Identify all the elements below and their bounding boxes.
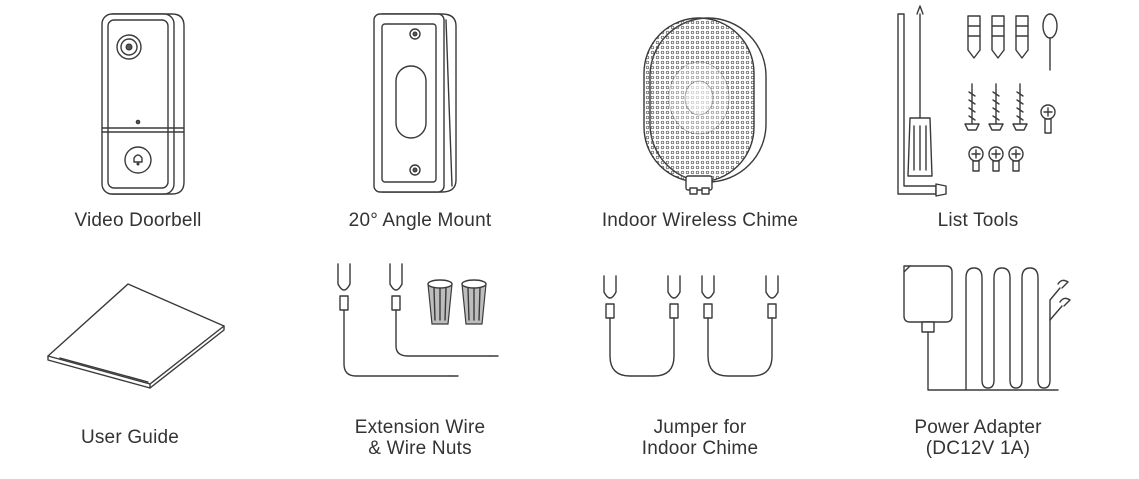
- user-guide-icon: [0, 260, 260, 400]
- chime-icon: [570, 0, 830, 210]
- extension-wire-icon: [290, 260, 550, 400]
- caption-line: (DC12V 1A): [925, 438, 1031, 459]
- caption-line: & Wire Nuts: [368, 438, 472, 459]
- item-indoor-chime: Indoor Wireless Chime: [570, 0, 830, 240]
- caption-video-doorbell: Video Doorbell: [8, 210, 268, 231]
- caption-line: Video Doorbell: [74, 210, 202, 231]
- caption-line: Extension Wire: [354, 417, 486, 438]
- caption-extension-wire: Extension Wire & Wire Nuts: [290, 417, 550, 459]
- caption-line: 20° Angle Mount: [348, 210, 492, 231]
- caption-indoor-chime: Indoor Wireless Chime: [570, 210, 830, 231]
- item-list-tools: List Tools: [848, 0, 1108, 240]
- caption-jumper: Jumper for Indoor Chime: [570, 417, 830, 459]
- caption-line: Indoor Chime: [641, 438, 759, 459]
- video-doorbell-icon: [8, 0, 268, 210]
- caption-line: Jumper for: [653, 417, 747, 438]
- caption-angle-mount: 20° Angle Mount: [290, 210, 550, 231]
- caption-line: Power Adapter: [914, 417, 1042, 438]
- jumper-icon: [570, 260, 830, 400]
- caption-line: List Tools: [937, 210, 1019, 231]
- item-power-adapter: Power Adapter (DC12V 1A): [848, 260, 1108, 470]
- caption-user-guide: User Guide: [0, 427, 260, 448]
- caption-line: Indoor Wireless Chime: [601, 210, 799, 231]
- item-angle-mount: 20° Angle Mount: [290, 0, 550, 240]
- caption-power-adapter: Power Adapter (DC12V 1A): [848, 417, 1108, 459]
- item-jumper: Jumper for Indoor Chime: [570, 260, 830, 470]
- caption-list-tools: List Tools: [848, 210, 1108, 231]
- caption-line: User Guide: [80, 427, 180, 448]
- item-user-guide: User Guide: [0, 260, 260, 470]
- angle-mount-icon: [290, 0, 550, 210]
- power-adapter-icon: [848, 260, 1108, 410]
- tools-icon: [848, 0, 1108, 210]
- item-video-doorbell: Video Doorbell: [8, 0, 268, 240]
- item-extension-wire: Extension Wire & Wire Nuts: [290, 260, 550, 470]
